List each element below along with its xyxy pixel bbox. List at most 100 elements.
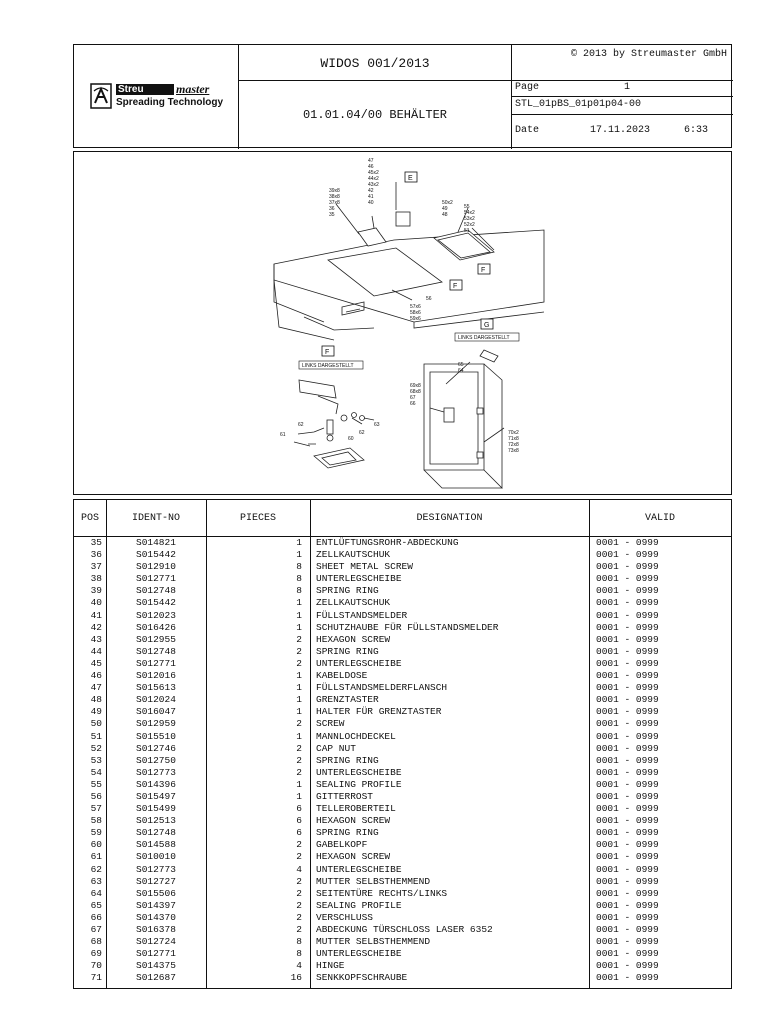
valid-cell: 0001 - 0999 [596, 887, 659, 899]
ident-cell: S012727 [136, 875, 176, 887]
pos-cell: 52 [90, 742, 102, 754]
pos-cell: 55 [90, 778, 102, 790]
valid-cell: 0001 - 0999 [596, 730, 659, 742]
ident-cell: S012959 [136, 718, 176, 730]
valid-cell: 0001 - 0999 [596, 718, 659, 730]
pieces-cell: 2 [296, 766, 302, 778]
valid-cell: 0001 - 0999 [596, 851, 659, 863]
designation-cell: SEALING PROFILE [316, 778, 402, 790]
pieces-cell: 2 [296, 633, 302, 645]
valid-cell: 0001 - 0999 [596, 549, 659, 561]
pos-cell: 71 [90, 972, 102, 984]
pieces-cell: 2 [296, 851, 302, 863]
pieces-cell: 4 [296, 960, 302, 972]
svg-text:F: F [481, 267, 485, 274]
ident-cell: S012955 [136, 633, 176, 645]
col-valid: VALID [589, 500, 731, 537]
svg-text:35: 35 [329, 212, 335, 218]
designation-cell: SPRING RING [316, 827, 379, 839]
pieces-cell: 2 [296, 645, 302, 657]
valid-cell: 0001 - 0999 [596, 561, 659, 573]
logo-mark-icon [90, 83, 112, 109]
designation-cell: ZELLKAUTSCHUK [316, 597, 391, 609]
col-pieces: PIECES [206, 500, 310, 537]
ident-cell: S012773 [136, 863, 176, 875]
pos-cell: 67 [90, 924, 102, 935]
svg-text:73x8: 73x8 [508, 448, 519, 454]
designation-cell: MUTTER SELBSTHEMMEND [316, 936, 431, 948]
svg-text:52x2: 52x2 [464, 222, 475, 228]
pieces-cell: 8 [296, 573, 302, 585]
pos-cell: 48 [90, 694, 102, 706]
pos-cell: 38 [90, 573, 102, 585]
logo-cell: Streu master Spreading Technology [74, 45, 239, 149]
valid-cell: 0001 - 0999 [596, 657, 659, 669]
sensor-41 [395, 211, 411, 227]
designation-cell: UNTERLEGSCHEIBE [316, 657, 402, 669]
ident-cell: S015442 [136, 597, 176, 609]
ident-cell: S012687 [136, 972, 176, 984]
pos-cell: 65 [90, 899, 102, 911]
callout-labels: 47 46 45x2 44x2 43x2 42 41 40 39x8 38x8 … [280, 158, 519, 454]
svg-text:72x8: 72x8 [508, 442, 519, 448]
valid-cell: 0001 - 0999 [596, 790, 659, 802]
svg-text:63: 63 [374, 422, 380, 428]
svg-text:62: 62 [298, 422, 304, 428]
svg-text:54x2: 54x2 [464, 210, 475, 216]
ident-cell: S016047 [136, 706, 176, 718]
svg-text:G: G [484, 322, 489, 329]
col-pos: POS [74, 500, 106, 537]
valid-cell: 0001 - 0999 [596, 609, 659, 621]
designation-cell: ABDECKUNG TÜRSCHLOSS LASER 6352 [316, 924, 493, 935]
svg-text:LINKS DARGESTELLT: LINKS DARGESTELLT [302, 363, 354, 369]
svg-text:36: 36 [329, 206, 335, 212]
designation-cell: SEITENTÜRE RECHTS/LINKS [316, 887, 448, 899]
pieces-cell: 2 [296, 899, 302, 911]
valid-cell: 0001 - 0999 [596, 899, 659, 911]
pieces-cell: 2 [296, 875, 302, 887]
pos-cell: 58 [90, 815, 102, 827]
designation-cell: GRENZTASTER [316, 694, 379, 706]
valid-cell: 0001 - 0999 [596, 924, 659, 935]
designation-cell: SPRING RING [316, 645, 379, 657]
valid-cell: 0001 - 0999 [596, 948, 659, 960]
ident-cell: S015510 [136, 730, 176, 742]
pos-cell: 49 [90, 706, 102, 718]
svg-text:61: 61 [280, 432, 286, 438]
col-designation: DESIGNATION [310, 500, 589, 537]
valid-cell: 0001 - 0999 [596, 936, 659, 948]
copyright: © 2013 by Streumaster GmbH [512, 45, 733, 81]
doc-code: STL_01pBS_01p01p04-00 [515, 99, 642, 110]
ident-cell: S012748 [136, 585, 176, 597]
designation-cell: ENTLÜFTUNGSROHR-ABDECKUNG [316, 537, 459, 548]
ident-cell: S012016 [136, 670, 176, 682]
designation-cell: SCHUTZHAUBE FÜR FÜLLSTANDSMELDER [316, 621, 499, 633]
valid-cell: 0001 - 0999 [596, 742, 659, 754]
pos-cell: 51 [90, 730, 102, 742]
pieces-cell: 4 [296, 863, 302, 875]
valid-cell: 0001 - 0999 [596, 670, 659, 682]
pos-cell: 45 [90, 657, 102, 669]
svg-text:41: 41 [368, 194, 374, 200]
valid-cell: 0001 - 0999 [596, 694, 659, 706]
ident-cell: S014588 [136, 839, 176, 851]
ident-cell: S012750 [136, 754, 176, 766]
valid-cell: 0001 - 0999 [596, 827, 659, 839]
svg-text:43x2: 43x2 [368, 182, 379, 188]
ident-cell: S014375 [136, 960, 176, 972]
pos-cell: 50 [90, 718, 102, 730]
ident-cell: S012771 [136, 657, 176, 669]
designation-cell: MANNLOCHDECKEL [316, 730, 396, 742]
note-links-f: LINKS DARGESTELLT [298, 360, 364, 370]
svg-text:55: 55 [464, 204, 470, 210]
ident-cell: S012748 [136, 645, 176, 657]
pieces-cell: 8 [296, 585, 302, 597]
